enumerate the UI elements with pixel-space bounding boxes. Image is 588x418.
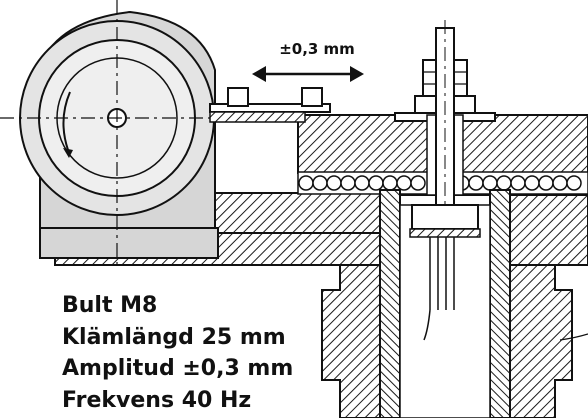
sleeve-wall-left [379,189,401,418]
load-cell-plate [409,228,481,238]
rotation-arrow [62,91,71,151]
amplitude-label: ±0,3 mm [279,40,355,58]
top-plate-left-ext [209,111,306,123]
cable [559,333,588,341]
sleeve-inner [399,204,491,418]
link-bolt-left [227,87,249,107]
load-cell-wires [423,237,455,341]
base-plate-top [214,192,381,234]
spec-amplitude: Amplitud ±0,3 mm [62,356,294,381]
movement-arrowhead-left [252,66,266,82]
lower-fixture-left [321,264,381,418]
spec-clamp-length: Klämlängd 25 mm [62,324,286,350]
movement-arrowhead-right [350,66,364,82]
link-bolt-right [301,87,323,107]
lower-fixture-right [509,264,573,418]
sleeve-wall-right [489,189,511,418]
spec-bolt: Bult M8 [62,293,158,318]
rotation-arrowhead [63,148,73,158]
housing-foot [39,227,219,259]
load-cell-block [411,204,479,230]
spec-frequency: Frekvens 40 Hz [62,387,252,413]
test-parameters: Bult M8 Klämlängd 25 mm Amplitud ±0,3 mm… [62,290,293,416]
